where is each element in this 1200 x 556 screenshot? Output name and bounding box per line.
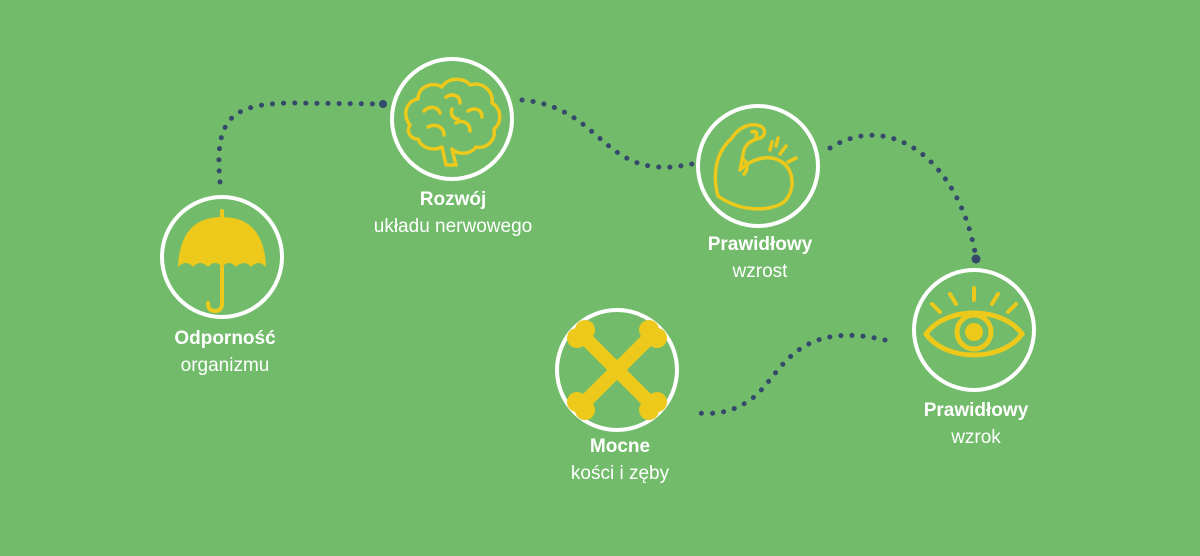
node-immunity xyxy=(160,195,284,319)
node-title: Rozwój xyxy=(419,189,487,210)
umbrella-icon xyxy=(178,209,266,314)
node-title: Odporność xyxy=(174,328,276,349)
connector-vision-bones xyxy=(695,332,888,416)
brain-icon xyxy=(404,77,502,167)
connector-immunity-nervous xyxy=(216,100,386,185)
label-growth: Prawidłowy wzrost xyxy=(630,232,890,285)
node-subtitle: kości i zęby xyxy=(570,462,670,484)
node-growth xyxy=(696,104,820,228)
node-subtitle: układu nerwowego xyxy=(373,215,533,237)
node-nervous-system xyxy=(390,57,514,181)
label-bones: Mocne kości i zęby xyxy=(490,434,750,487)
node-title: Mocne xyxy=(589,436,651,457)
crossed-bones-icon xyxy=(567,320,667,420)
connector-nervous-growth xyxy=(519,97,695,170)
label-nervous-system: Rozwój układu nerwowego xyxy=(323,187,583,240)
node-vision xyxy=(912,268,1036,392)
node-subtitle: wzrok xyxy=(951,426,1001,448)
node-bones xyxy=(555,308,679,432)
node-title: Prawidłowy xyxy=(707,234,813,255)
eye-icon xyxy=(922,286,1026,358)
flexed-arm-icon xyxy=(713,123,798,211)
label-immunity: Odporność organizmu xyxy=(95,326,355,379)
connector-end-dot xyxy=(379,100,387,108)
node-subtitle: organizmu xyxy=(180,354,270,376)
label-vision: Prawidłowy wzrok xyxy=(846,398,1106,451)
node-subtitle: wzrost xyxy=(732,260,788,282)
node-title: Prawidłowy xyxy=(923,400,1029,421)
connector-end-dot xyxy=(971,254,981,264)
